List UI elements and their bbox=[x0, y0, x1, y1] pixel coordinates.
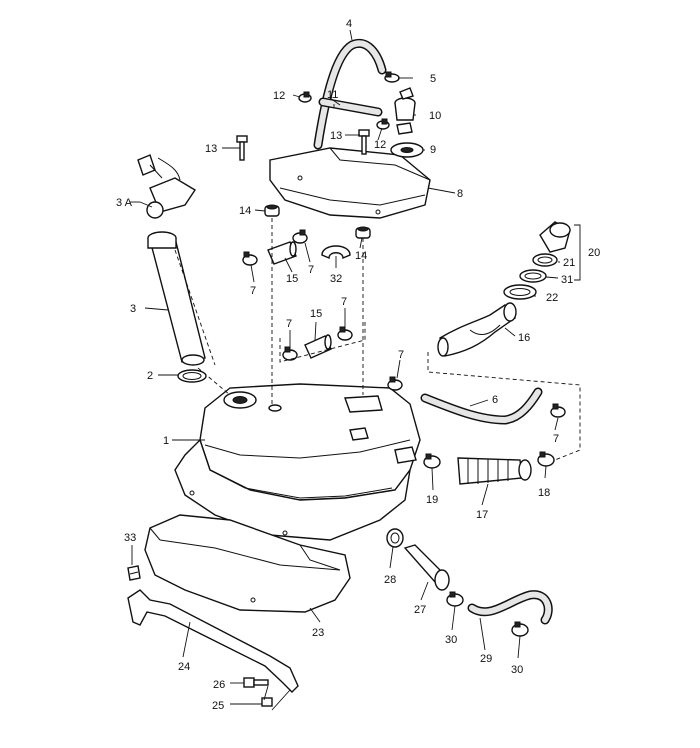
label-33: 33 bbox=[124, 532, 136, 544]
tank-shield bbox=[144, 514, 351, 613]
label-7a: 7 bbox=[250, 285, 256, 297]
ring-22 bbox=[503, 284, 537, 300]
label-14a: 14 bbox=[239, 205, 251, 217]
label-7c: 7 bbox=[286, 318, 292, 330]
seal-21 bbox=[532, 253, 558, 267]
clamp-7f bbox=[550, 403, 566, 418]
leader-lines bbox=[130, 29, 581, 711]
hose-4 bbox=[313, 38, 387, 150]
label-26: 26 bbox=[213, 679, 225, 691]
clamp-7e bbox=[387, 376, 403, 391]
cap-assembly bbox=[137, 154, 196, 219]
clamp-7a bbox=[242, 251, 258, 266]
label-23: 23 bbox=[312, 627, 324, 639]
hose-16 bbox=[437, 302, 517, 357]
label-7d: 7 bbox=[341, 296, 347, 308]
clamp-5 bbox=[384, 71, 400, 83]
label-28: 28 bbox=[384, 574, 396, 586]
seal-9 bbox=[390, 142, 424, 158]
hose-15a bbox=[267, 241, 297, 265]
label-15b: 15 bbox=[310, 308, 322, 320]
label-30a: 30 bbox=[445, 634, 457, 646]
label-8: 8 bbox=[457, 188, 463, 200]
clamp-19 bbox=[423, 453, 441, 469]
hose-11 bbox=[318, 97, 383, 117]
label-30b: 30 bbox=[511, 664, 523, 676]
label-16: 16 bbox=[518, 332, 530, 344]
assembly-lines bbox=[174, 218, 581, 461]
label-3a: 3 A bbox=[116, 197, 133, 209]
seal-31 bbox=[519, 269, 547, 283]
nut-25 bbox=[261, 697, 273, 707]
label-18: 18 bbox=[538, 487, 550, 499]
tank-strap bbox=[127, 589, 299, 693]
filler-neck bbox=[147, 231, 206, 366]
label-27: 27 bbox=[414, 604, 426, 616]
hose-29 bbox=[467, 590, 553, 625]
label-21: 21 bbox=[563, 257, 575, 269]
label-5: 5 bbox=[430, 73, 436, 85]
label-19: 19 bbox=[426, 494, 438, 506]
label-17: 17 bbox=[476, 509, 488, 521]
valve-10 bbox=[394, 87, 416, 135]
filler-cap-20 bbox=[539, 221, 571, 253]
label-32: 32 bbox=[330, 273, 342, 285]
label-20: 20 bbox=[588, 247, 600, 259]
label-31: 31 bbox=[561, 274, 573, 286]
clamp-12b bbox=[376, 118, 390, 130]
pipe-27 bbox=[403, 544, 450, 591]
label-11: 11 bbox=[327, 89, 338, 101]
label-13b: 13 bbox=[330, 130, 342, 142]
label-29: 29 bbox=[480, 653, 492, 665]
label-7e: 7 bbox=[398, 349, 404, 361]
part-labels: 1 2 3 3 A 4 5 6 7 7 7 7 7 7 8 9 10 11 12… bbox=[116, 18, 600, 712]
fuel-tank bbox=[174, 383, 421, 541]
hose-15b bbox=[304, 334, 332, 359]
ring-28 bbox=[386, 528, 404, 548]
label-13a: 13 bbox=[205, 143, 217, 155]
grommet-14a bbox=[264, 204, 280, 217]
label-4: 4 bbox=[346, 18, 352, 30]
bolt-13b bbox=[358, 129, 370, 155]
label-12b: 12 bbox=[374, 139, 386, 151]
label-7f: 7 bbox=[553, 433, 559, 445]
gasket-2 bbox=[177, 369, 207, 383]
label-24: 24 bbox=[178, 661, 190, 673]
label-10: 10 bbox=[429, 110, 441, 122]
label-1: 1 bbox=[163, 435, 169, 447]
bracket-33 bbox=[127, 565, 141, 581]
label-9: 9 bbox=[430, 144, 436, 156]
label-15a: 15 bbox=[286, 273, 298, 285]
clamp-7b bbox=[292, 229, 308, 244]
expansion-tank bbox=[269, 147, 431, 219]
label-7b: 7 bbox=[308, 264, 314, 276]
bolt-13a bbox=[236, 135, 248, 161]
label-25: 25 bbox=[212, 700, 224, 712]
label-22: 22 bbox=[546, 292, 558, 304]
label-12a: 12 bbox=[273, 90, 285, 102]
clamp-30a bbox=[446, 591, 464, 607]
grommet-14b bbox=[355, 226, 371, 239]
label-14b: 14 bbox=[355, 250, 367, 262]
label-3: 3 bbox=[130, 303, 136, 315]
bend-32 bbox=[321, 245, 351, 260]
hose-6 bbox=[420, 387, 543, 425]
label-2: 2 bbox=[147, 370, 153, 382]
clamp-30b bbox=[511, 621, 529, 637]
clamp-12a bbox=[298, 91, 312, 103]
bolt-26 bbox=[243, 677, 269, 688]
label-6: 6 bbox=[492, 394, 498, 406]
clamp-18 bbox=[537, 451, 555, 467]
hose-17 bbox=[457, 457, 532, 485]
